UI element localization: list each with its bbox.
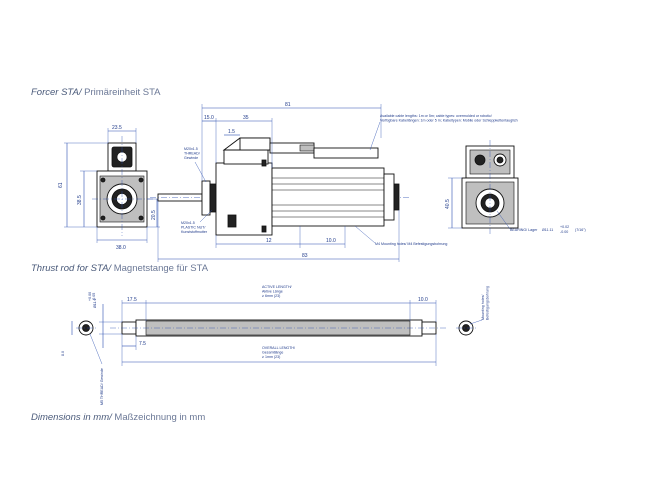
side-overall-length-label: 81 [285,102,291,108]
front-screw-tl [100,177,106,183]
heading-dimensions: Dimensions in mm/ Maßzeichnung in mm [31,412,205,423]
rod-end-right-label: 10.0 [418,297,428,303]
rod-dia-tol-label: +0.00-0.05 [88,292,96,301]
heading-thrust-rod-en: Thrust rod for STA/ [31,263,112,274]
rod-left-step-label: 7.5 [139,341,146,347]
thrust-rod-view: Ø11.1 +0.00-0.05 17.5 ACTIVE LENGTH/Akti… [61,285,490,405]
side-body-front [215,162,273,236]
side-end-cap [383,173,395,221]
front-screw-bl [100,215,106,221]
side-len-10-label: 10.0 [326,238,336,244]
rod-left-height-label: 8.0 [61,351,65,356]
right-tol-plus-label: +0.02 [560,225,569,229]
right-inch-label: (7/16") [575,228,586,232]
rod-mount-label: Mounting holes/Befestigungsbohrung [481,286,490,320]
front-screw-tr [138,177,144,183]
heading-forcer-de: Primäreinheit STA [81,87,161,98]
heading-thrust-rod-de: Magnetstange für STA [111,263,209,274]
forcer-front-view: 23.5 61 38.5 20.5 38.0 [58,125,160,251]
side-full-length-label: 83 [302,253,308,259]
side-body-segment-label: 35 [243,115,249,121]
heading-thrust-rod: Thrust rod for STA/ Magnetstange für STA [31,263,208,274]
front-base-width-label: 38.0 [116,245,126,251]
heading-dimensions-de: Maßzeichnung in mm [111,412,206,423]
side-thread-nut [201,180,211,216]
side-connector-block [223,149,269,165]
side-cable-sleeve [299,144,315,152]
side-end-bearing [393,183,400,211]
rod-overall-length-label: OVERALL LENGTH/Gesamtlänge≥ 1mm (23) [262,346,295,359]
right-connector-b-inner [496,156,504,164]
right-bearing-label: BEARING/ Lager [510,228,538,232]
side-detail-2 [261,225,267,233]
rod-dia-label: Ø11.1 [93,298,97,308]
right-tol-minus-label: -0.00 [560,230,568,234]
front-screw-br [138,215,144,221]
forcer-right-view: 40.5 BEARING/ Lager Ø11.11 +0.02 -0.00 (… [445,140,586,236]
heading-forcer: Forcer STA/ Primäreinheit STA [31,87,161,98]
side-detail-1 [261,159,267,167]
side-thread-step-label: 1.5 [228,129,235,135]
heading-forcer-en: Forcer STA/ [31,87,82,98]
right-bore-label: Ø11.11 [542,228,553,232]
front-height-lower-label: 20.5 [151,210,157,220]
heading-dimensions-en: Dimensions in mm/ [31,412,112,423]
side-cable-note: Available cable lengths: 1m or 5m; cable… [380,114,518,123]
side-plastic-nut [209,183,217,213]
rod-end-offset-label: 17.5 [127,297,137,303]
side-detail-3 [227,214,237,228]
side-main-tube [271,167,385,227]
side-flange-offset-label: 15.0 [204,115,214,121]
right-height-label: 40.5 [445,199,451,209]
front-height-total-label: 61 [58,182,64,188]
side-mounting-note: M4 Mounting holes/ M4 Befestigungsbohrun… [375,242,447,246]
side-connector-body [239,137,271,151]
front-height-mid-label: 38.5 [77,195,83,205]
rod-active-length-label: ACTIVE LENGTH/Aktive Länge≥ 6mm (23) [262,285,292,298]
rod-thread-label: M5 THREAD/ Gewinde [100,368,104,405]
side-cable [313,147,379,159]
right-connector-a [474,154,486,166]
front-width-top-label: 23.5 [112,125,122,131]
side-len-12-label: 12 [266,238,272,244]
